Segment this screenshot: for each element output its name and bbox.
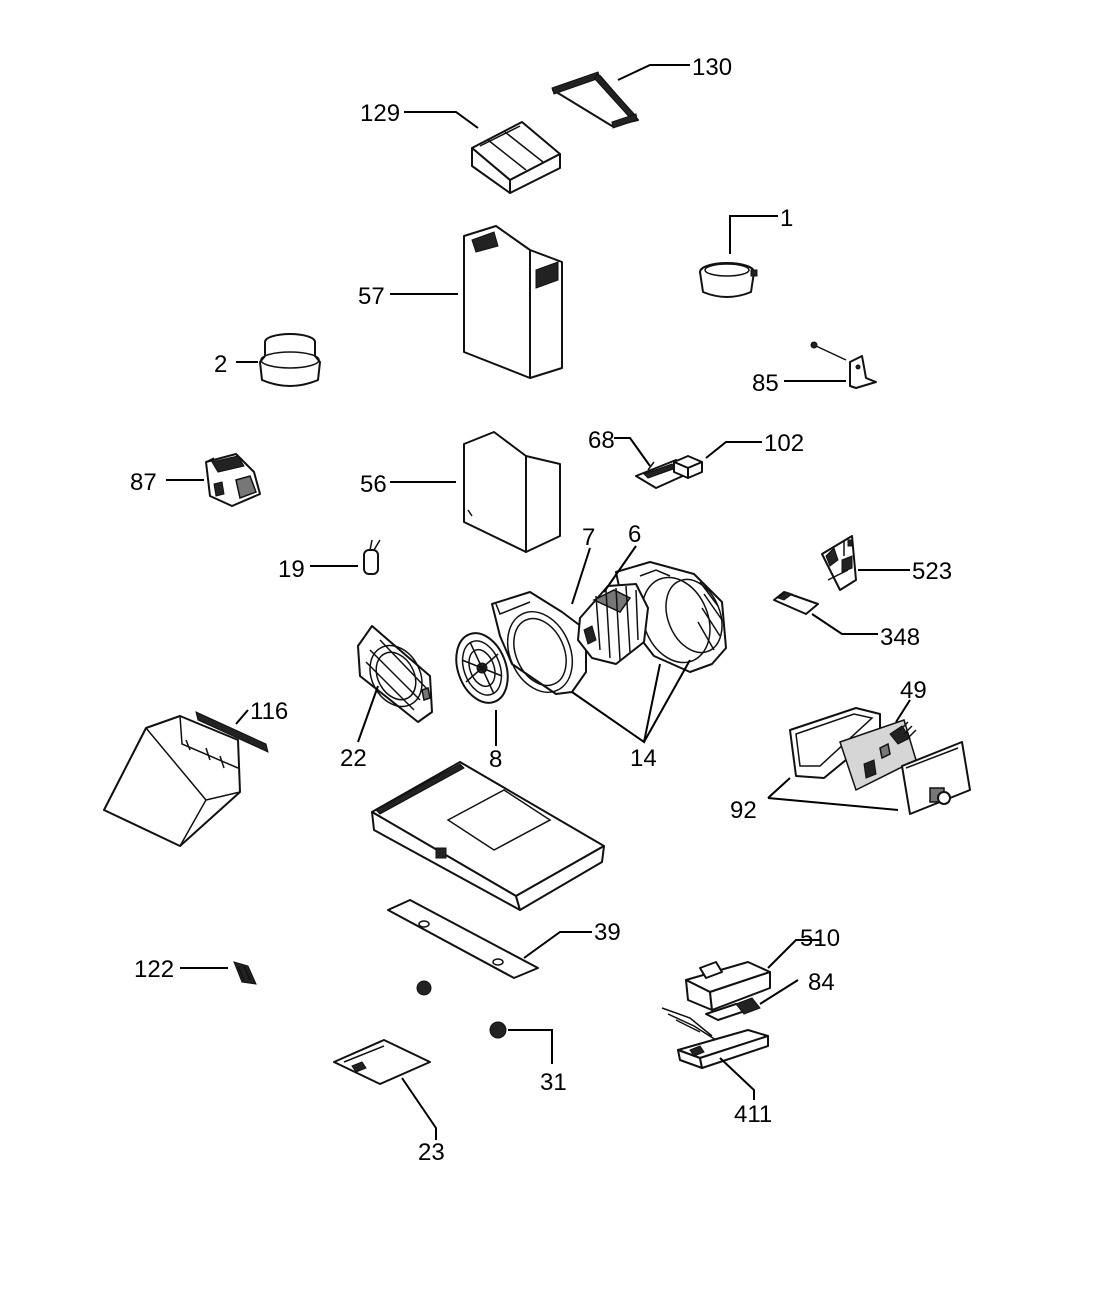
label-116: 116 — [250, 698, 288, 725]
part-57-upper-chimney — [463, 225, 563, 379]
part-348-plate — [773, 591, 819, 615]
leader-7 — [571, 547, 591, 605]
label-22: 22 — [340, 745, 367, 772]
part-6-motor — [577, 583, 649, 665]
part-39-light-bar — [387, 899, 539, 979]
leader-49 — [895, 699, 911, 723]
leader-510 — [767, 939, 820, 969]
part-8-fan-wheel — [455, 632, 509, 704]
label-39: 39 — [594, 919, 621, 946]
label-31: 31 — [540, 1069, 567, 1096]
label-68: 68 — [588, 427, 615, 454]
label-57: 57 — [358, 283, 385, 310]
label-2: 2 — [214, 351, 227, 378]
part-523-control-bracket — [821, 535, 857, 591]
leader-22 — [357, 685, 379, 743]
part-22-blower-frame — [357, 625, 433, 723]
label-411: 411 — [734, 1101, 772, 1128]
leader-31 — [508, 1029, 553, 1064]
part-31-lamp — [489, 1021, 507, 1039]
part-411-switch-bracket — [661, 1007, 769, 1069]
label-510: 510 — [800, 925, 840, 952]
leader-116 — [235, 709, 249, 725]
label-130: 130 — [692, 54, 732, 81]
label-7: 7 — [582, 524, 595, 551]
part-87-wiring-box — [205, 453, 261, 507]
label-85: 85 — [752, 370, 779, 397]
part-84-switch — [705, 997, 761, 1021]
part-130-bracket-rail — [551, 71, 639, 129]
label-84: 84 — [808, 969, 835, 996]
leader-1 — [729, 215, 778, 254]
lamp-socket — [416, 980, 432, 996]
part-23-filter — [333, 1039, 431, 1085]
part-hood-body — [371, 761, 605, 911]
part-19-capacitor — [363, 539, 381, 575]
leader-84 — [759, 979, 799, 1005]
label-92: 92 — [730, 797, 757, 824]
part-510-switch-housing — [685, 961, 771, 1011]
label-14: 14 — [630, 745, 657, 772]
label-87: 87 — [130, 469, 157, 496]
part-116-hood-canopy — [103, 711, 269, 847]
label-102: 102 — [764, 430, 804, 457]
label-129: 129 — [360, 100, 400, 127]
leader-6 — [603, 545, 637, 593]
leader-348 — [811, 613, 878, 635]
leader-39 — [523, 931, 592, 959]
label-6: 6 — [628, 521, 641, 548]
label-56: 56 — [360, 471, 387, 498]
part-56-lower-chimney — [463, 431, 561, 553]
label-23: 23 — [418, 1139, 445, 1166]
part-2-duct-reducer — [259, 333, 321, 387]
label-523: 523 — [912, 558, 952, 585]
leader-23 — [401, 1077, 437, 1140]
part-1-collar — [699, 262, 758, 298]
leader-14 — [571, 659, 691, 744]
leader-68 — [614, 437, 651, 467]
leader-129 — [404, 111, 479, 129]
part-92-control-panel — [789, 707, 971, 815]
label-49: 49 — [900, 677, 927, 704]
leader-411 — [719, 1057, 755, 1100]
label-8: 8 — [489, 746, 502, 773]
leader-130 — [617, 64, 690, 81]
label-1: 1 — [780, 205, 793, 232]
label-122: 122 — [134, 956, 174, 983]
part-14-blower-housing — [491, 561, 727, 695]
part-85-clip — [810, 341, 877, 389]
leader-92 — [767, 777, 899, 811]
part-122-connector — [233, 961, 257, 985]
part-129-tray — [471, 121, 561, 194]
leader-102 — [705, 441, 762, 459]
label-348: 348 — [880, 624, 920, 651]
part-102-block — [673, 455, 703, 479]
label-19: 19 — [278, 556, 305, 583]
